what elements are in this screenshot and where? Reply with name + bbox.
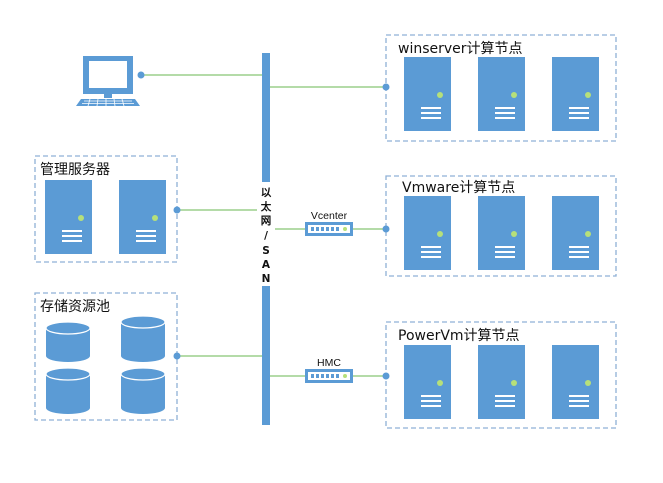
bus-label-char: /	[264, 230, 268, 242]
server-icon	[478, 196, 525, 270]
bus-label-char: 太	[260, 200, 272, 213]
server-icon	[552, 57, 599, 131]
group-label: Vmware计算节点	[402, 180, 515, 196]
disk-icon	[45, 321, 91, 362]
switch-label: Vcenter	[311, 210, 348, 222]
server-icon	[45, 180, 92, 254]
server-icon	[404, 196, 451, 270]
group-label: 管理服务器	[40, 162, 110, 178]
group-border	[34, 292, 178, 421]
storage-pool-group: 存储资源池	[34, 292, 181, 421]
connector-dot	[137, 71, 145, 79]
switch-label: HMC	[317, 357, 341, 369]
server-icon	[478, 57, 525, 131]
group-label: PowerVm计算节点	[398, 328, 520, 344]
network-switch-icon	[305, 222, 353, 236]
connector-dot	[382, 83, 390, 91]
management-server-group: 管理服务器	[34, 155, 181, 263]
bus-label-char: N	[262, 273, 271, 285]
connector-dot	[173, 206, 181, 214]
bus-label-char: A	[262, 259, 271, 271]
hmc-switch: HMC	[305, 357, 353, 383]
server-icon	[478, 345, 525, 419]
group-label: 存储资源池	[40, 299, 110, 315]
server-icon	[119, 180, 166, 254]
desktop-computer-icon	[76, 56, 140, 107]
bus-label-char: S	[262, 245, 270, 257]
vmware-node-group: Vmware计算节点	[382, 175, 617, 277]
bus-label-char: 以	[261, 187, 272, 199]
connector-dot	[382, 372, 390, 380]
network-bus-label: 以 太 网 / S A N	[257, 182, 275, 286]
server-icon	[404, 57, 451, 131]
group-label: winserver计算节点	[398, 41, 523, 57]
connector-dot	[382, 225, 390, 233]
disk-icon	[120, 315, 166, 362]
vcenter-switch: Vcenter	[305, 210, 353, 236]
server-icon	[552, 345, 599, 419]
connector-dot	[173, 352, 181, 360]
winserver-node-group: winserver计算节点	[382, 34, 617, 142]
disk-icon	[45, 367, 91, 414]
network-switch-icon	[305, 369, 353, 383]
powervm-node-group: PowerVm计算节点	[382, 321, 617, 429]
server-icon	[404, 345, 451, 419]
server-icon	[552, 196, 599, 270]
bus-label-char: 网	[261, 215, 272, 227]
disk-icon	[120, 367, 166, 414]
